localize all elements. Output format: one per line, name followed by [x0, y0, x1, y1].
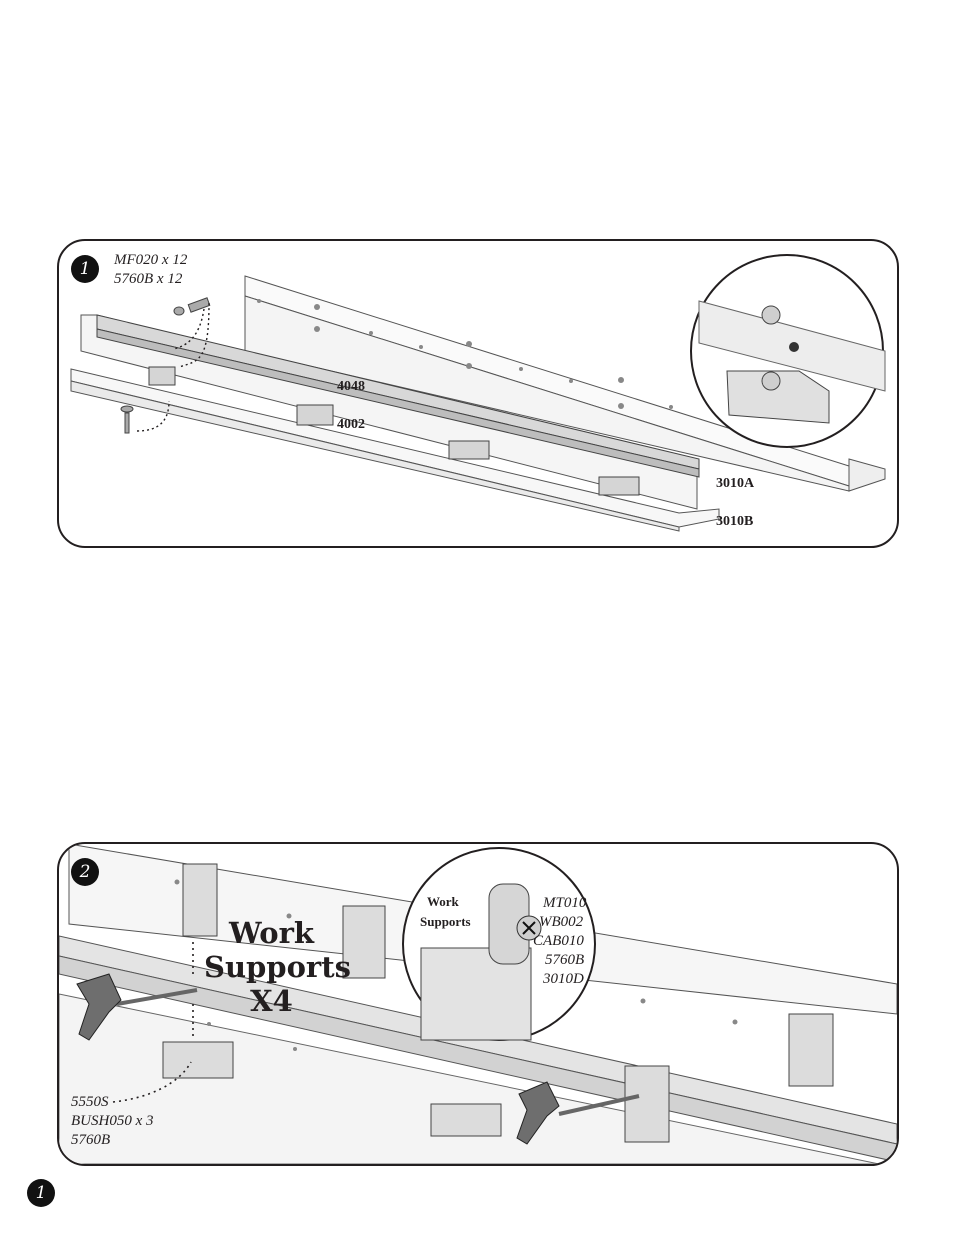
step-2-part-line-3: 5760B: [71, 1132, 111, 1148]
label-3010a: 3010A: [716, 476, 755, 491]
step-1-badge: 1: [71, 255, 99, 283]
page-number: 1: [27, 1179, 55, 1207]
step-1-panel: 1 MF020 x 12 5760B x 12 4048 4002 3010A …: [57, 239, 899, 548]
step-1-illustration: [70, 254, 886, 532]
step-2-illustration: [59, 844, 897, 1164]
inset-part-1: MT010: [543, 895, 587, 911]
inset-title-line-2: Supports: [420, 914, 471, 929]
step-1-part-line-2: 5760B x 12: [114, 271, 183, 287]
step-2-part-line-2: BUSH050 x 3: [71, 1113, 154, 1129]
step-2-badge: 2: [71, 858, 99, 886]
inset-part-4: 5760B: [545, 952, 585, 968]
step-2-part-line-1: 5550S: [71, 1094, 109, 1110]
work-supports-callout: Work Supports X4: [204, 916, 351, 1018]
step-1-part-line-1: MF020 x 12: [114, 252, 188, 268]
inset-title-line-1: Work: [427, 894, 459, 909]
inset-part-2: WB002: [539, 914, 584, 930]
inset-part-3: CAB010: [533, 933, 584, 949]
label-4048: 4048: [337, 379, 365, 394]
label-4002: 4002: [337, 417, 365, 432]
inset-part-5: 3010D: [543, 971, 584, 987]
label-3010b: 3010B: [716, 514, 754, 529]
step-2-panel: 2 Work Supports X4 Work Supports MT010 W…: [57, 842, 899, 1166]
